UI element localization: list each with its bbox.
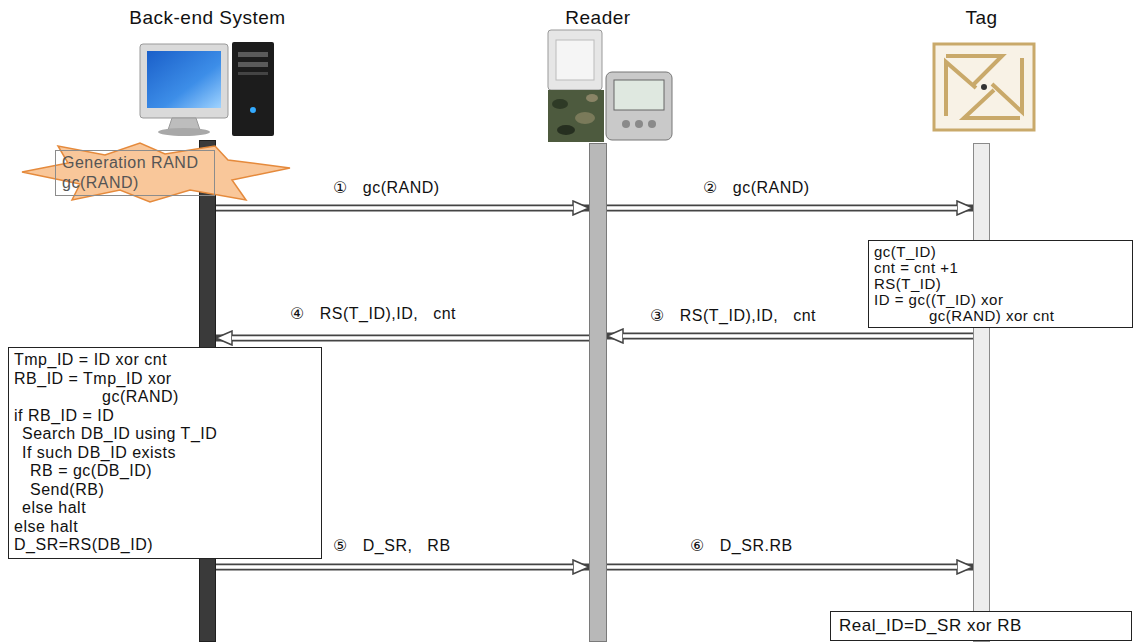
code-line: D_SR=RS(DB_ID) [14,536,316,555]
code-line: Real_ID=D_SR xor RB [839,616,1123,636]
message-label: ② gc(RAND) [703,178,810,198]
message-arrow [607,336,973,337]
code-line: RS(T_ID) [874,276,1127,292]
message-arrow [216,338,589,339]
arrow-inner [216,565,573,569]
lifeline-bar: Tag [973,143,990,642]
reader-icon-part [557,125,575,135]
computer-icon-part [158,128,210,136]
lifeline-heading: Back-end System [129,7,285,28]
reader-icon-part [635,120,643,128]
computer-icon-part [238,72,268,75]
reader-icon [548,30,672,142]
code-line: Tmp_ID = ID xor cnt [14,351,316,370]
lifeline-heading: Reader [565,7,630,28]
lifeline-heading-holder: Reader [565,7,630,29]
message-label: ⑤ D_SR, RB [333,536,451,556]
reader-icon-part [548,30,602,90]
arrow-outline [216,205,589,212]
arrow-outline [216,335,589,342]
reader-icon-part [586,94,598,102]
code-line: cnt = cnt +1 [874,260,1127,276]
computer-icon-part [232,42,274,136]
tag-icon-part [946,56,1022,118]
process-box: Real_ID=D_SR xor RB [830,611,1132,641]
reader-icon-part [548,90,604,142]
process-box: Generation RAND gc(RAND) [55,150,215,196]
reader-icon-part [606,72,672,140]
arrow-inner [607,565,957,569]
reader-icon-part [622,120,630,128]
message-arrow [607,208,973,209]
code-line: If such DB_ID exists [14,444,316,463]
arrow-outline [607,333,973,340]
code-line: gc(T_ID) [874,244,1127,260]
process-box: gc(T_ID)cnt = cnt +1RS(T_ID)ID = gc((T_I… [868,240,1133,328]
computer-icon [140,42,274,136]
reader-icon-part [614,80,664,110]
tag-icon [934,44,1034,130]
code-line: Send(RB) [14,481,316,500]
message-label: ④ RS(T_ID),ID, cnt [290,304,456,324]
code-line: else halt [14,518,316,537]
arrow-outline [607,205,973,212]
arrow-inner [623,334,973,338]
lifeline-heading-holder: Tag [965,7,997,29]
reader-icon-part [575,112,595,124]
code-line: RB_ID = Tmp_ID xor gc(RAND) [14,370,217,407]
reader-icon-part [648,120,656,128]
reader-icon-part [552,99,568,109]
code-line: ID = gc((T_ID) xor gc(RAND) xor cnt [874,292,1079,324]
arrow-outline [607,564,973,571]
message-label: ③ RS(T_ID),ID, cnt [650,306,816,326]
computer-icon-part [250,107,256,113]
lifeline-bar: Reader [589,143,607,642]
tag-icon-part [934,44,1034,130]
arrow-inner [216,206,573,210]
code-line: if RB_ID = ID [14,407,316,426]
message-arrow [216,567,589,568]
computer-icon-part [238,62,268,67]
arrow-inner [607,206,957,210]
code-line: Search DB_ID using T_ID [14,425,316,444]
tag-icon-part [981,84,987,90]
message-label: ⑥ D_SR.RB [690,536,793,556]
code-line: RB = gc(DB_ID) [14,462,316,481]
computer-icon-part [140,44,228,118]
message-label: ① gc(RAND) [333,178,440,198]
message-arrow [216,208,589,209]
computer-icon-part [238,52,268,57]
arrow-outline [216,564,589,571]
code-line: else halt [14,499,316,518]
code-line: Generation RAND gc(RAND) [62,153,208,193]
starburst-shape [22,143,290,202]
reader-icon-part [556,40,594,80]
arrow-inner [232,336,589,340]
message-arrow [607,567,973,568]
lifeline-heading-holder: Back-end System [129,7,285,29]
process-box: Tmp_ID = ID xor cntRB_ID = Tmp_ID xor gc… [8,347,322,559]
computer-icon-part [147,51,221,108]
lifeline-heading: Tag [965,7,997,28]
